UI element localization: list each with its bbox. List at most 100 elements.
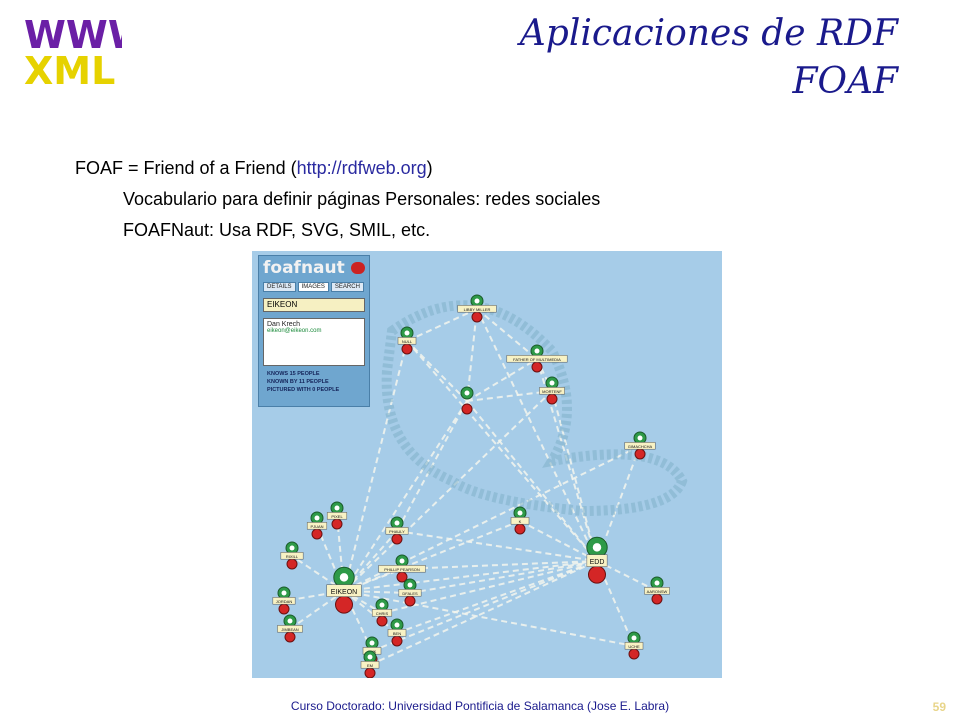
graph-edge bbox=[406, 308, 478, 342]
node-label: DFALES bbox=[402, 591, 418, 596]
person-body-icon bbox=[461, 403, 473, 415]
node-label: PJUAN bbox=[310, 524, 323, 529]
node-label: PHILLIP PEARSON bbox=[384, 567, 420, 572]
tab-bar: DETAILS IMAGES SEARCH bbox=[263, 282, 364, 292]
node-null[interactable]: NULL bbox=[397, 326, 417, 355]
node-label-box bbox=[506, 355, 568, 363]
graph-edge bbox=[401, 560, 598, 570]
node-pixel[interactable]: PIXEL bbox=[326, 501, 348, 530]
person-body-icon bbox=[471, 311, 483, 323]
slide-title: Aplicaciones de RDF FOAF bbox=[520, 10, 898, 106]
node-label: EIKEON bbox=[331, 589, 357, 596]
node-label: GIMACHCHA bbox=[628, 444, 653, 449]
node-em[interactable]: EM bbox=[360, 650, 380, 678]
node-dfales[interactable]: DFALES bbox=[398, 578, 422, 607]
key-icon[interactable] bbox=[351, 262, 365, 274]
foafnaut-screenshot: LIBBY MILLER NULL FATHER OF MULTIMEDIA MORT… bbox=[252, 251, 722, 678]
node-label: PHAULY bbox=[389, 529, 405, 534]
node-jimbean[interactable]: JIMBEAN bbox=[277, 614, 303, 643]
person-eye-icon bbox=[334, 505, 340, 511]
node-uche[interactable]: UCHE bbox=[624, 631, 644, 660]
footer-text: Curso Doctorado: Universidad Pontificia … bbox=[290, 699, 670, 713]
graph-edge bbox=[343, 560, 598, 592]
stat-pictured: PICTURED WITH 0 PEOPLE bbox=[267, 387, 340, 393]
node-label: NULL bbox=[402, 339, 413, 344]
node-phauly[interactable]: PHAULY bbox=[385, 516, 409, 545]
title-line-2: FOAF bbox=[792, 61, 898, 102]
node-label: FATHER OF MULTIMEDIA bbox=[513, 357, 561, 362]
person-email[interactable]: eikeon@eikeon.com bbox=[267, 328, 322, 334]
foafnaut-panel: foafnaut DETAILS IMAGES SEARCH EIKEON Da… bbox=[258, 255, 370, 407]
person-eye-icon bbox=[474, 298, 480, 304]
node-rixill[interactable]: RIXILL bbox=[280, 541, 304, 570]
node-chris[interactable]: CHRIS bbox=[371, 598, 393, 627]
graph-edge bbox=[476, 308, 538, 360]
graph-edge bbox=[476, 308, 598, 562]
node-label-box bbox=[326, 584, 362, 597]
person-body-icon bbox=[628, 648, 640, 660]
node-label: JORDAN bbox=[276, 599, 293, 604]
node-phillip[interactable]: PHILLIP PEARSON bbox=[378, 554, 426, 583]
person-eye-icon bbox=[631, 635, 637, 641]
node-mortenf[interactable]: MORTENF bbox=[539, 376, 565, 405]
graph-edge bbox=[343, 400, 468, 592]
node-label: PIXEL bbox=[331, 514, 343, 519]
person-body-icon bbox=[391, 533, 403, 545]
node-aaronsw[interactable]: AARONSW bbox=[644, 576, 670, 605]
person-eye-icon bbox=[549, 380, 555, 386]
node-label-box bbox=[457, 305, 497, 313]
node-edd[interactable]: EDD bbox=[586, 536, 608, 584]
graph-edge bbox=[409, 560, 598, 594]
node-k[interactable]: K bbox=[510, 506, 530, 535]
graph-edge bbox=[371, 560, 598, 652]
node-libby[interactable]: LIBBY MILLER bbox=[457, 294, 497, 323]
person-eye-icon bbox=[399, 558, 405, 564]
node-label-box bbox=[397, 337, 417, 345]
bullet-list: FOAF = Friend of a Friend (http://rdfweb… bbox=[75, 158, 600, 251]
person-body-icon bbox=[364, 667, 376, 678]
tab-images[interactable]: IMAGES bbox=[297, 282, 329, 292]
node-label: EM bbox=[367, 663, 373, 668]
node-label: LIBBY MILLER bbox=[464, 307, 491, 312]
node-father[interactable]: FATHER OF MULTIMEDIA bbox=[506, 344, 568, 373]
logo-www-text: WWW bbox=[24, 13, 122, 57]
person-eye-icon bbox=[369, 640, 375, 646]
node-label: BEN bbox=[393, 631, 401, 636]
person-eye-icon bbox=[464, 390, 470, 396]
graph-edge bbox=[406, 340, 468, 402]
search-input[interactable]: EIKEON bbox=[263, 298, 365, 312]
node-ben[interactable]: BEN bbox=[387, 618, 407, 647]
graph-edge bbox=[519, 520, 598, 562]
graph-edge bbox=[406, 340, 598, 562]
node-label-box bbox=[624, 642, 644, 650]
person-eye-icon bbox=[281, 590, 287, 596]
graph-edge bbox=[466, 390, 553, 402]
person-eye-icon bbox=[367, 654, 373, 660]
node-gimachcha[interactable]: GIMACHCHA bbox=[624, 431, 656, 460]
tab-details[interactable]: DETAILS bbox=[263, 282, 296, 292]
person-eye-icon bbox=[637, 435, 643, 441]
person-eye-icon bbox=[394, 622, 400, 628]
person-body-icon bbox=[335, 595, 353, 614]
rdfweb-link[interactable]: http://rdfweb.org bbox=[296, 158, 427, 178]
graph-edge bbox=[381, 560, 598, 614]
node-label: MORTENF bbox=[542, 389, 562, 394]
person-body-icon bbox=[376, 615, 388, 627]
graph-edge bbox=[369, 560, 598, 666]
tab-search[interactable]: SEARCH bbox=[330, 282, 364, 292]
node-label-box bbox=[280, 552, 304, 560]
graph-edge bbox=[466, 358, 538, 402]
person-body-icon bbox=[546, 393, 558, 405]
person-eye-icon bbox=[592, 543, 602, 552]
node-jordan[interactable]: JORDAN bbox=[272, 586, 296, 615]
person-eye-icon bbox=[287, 618, 293, 624]
bullet-foaf-text: FOAF = Friend of a Friend ( bbox=[75, 158, 297, 178]
node-label-box bbox=[644, 587, 670, 595]
bullet-foafnaut: FOAFNaut: Usa RDF, SVG, SMIL, etc. bbox=[123, 220, 431, 240]
person-eye-icon bbox=[339, 573, 349, 582]
graph-edge bbox=[343, 590, 635, 647]
node-hub[interactable] bbox=[460, 386, 474, 415]
node-label-box bbox=[378, 565, 426, 573]
node-pjuan[interactable]: PJUAN bbox=[306, 511, 328, 540]
node-eikeon[interactable]: EIKEON bbox=[326, 566, 362, 614]
